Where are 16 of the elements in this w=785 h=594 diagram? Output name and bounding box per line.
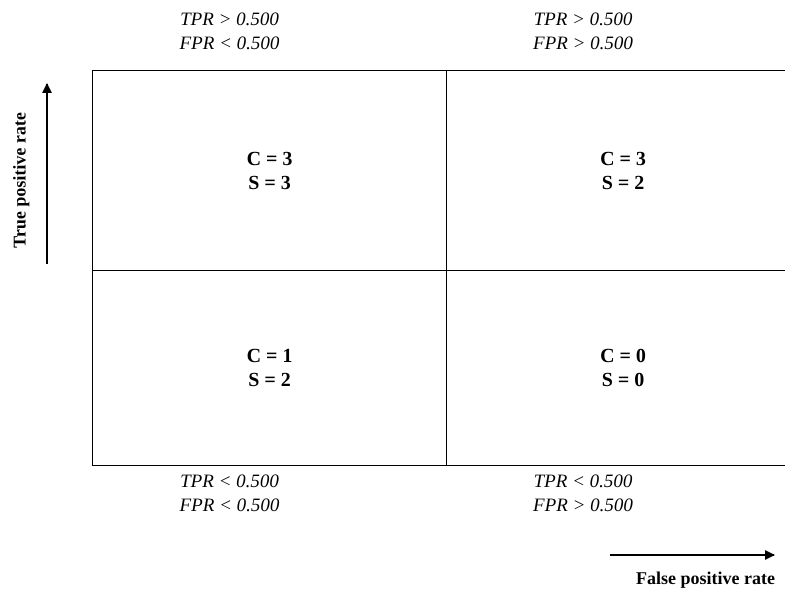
cell-value: C = 1 (246, 344, 292, 368)
cell-value: S = 2 (248, 368, 291, 392)
cell-value: S = 0 (602, 368, 644, 392)
cell-value: S = 2 (602, 170, 644, 194)
axis-label: True positive rate (10, 112, 30, 248)
threshold-note: TPR > 0.500 FPR > 0.500 (532, 8, 634, 56)
threshold-note: TPR > 0.500 FPR < 0.500 (178, 8, 280, 56)
cell-value: C = 3 (600, 146, 646, 170)
threshold-note: TPR < 0.500 FPR < 0.500 (178, 470, 280, 518)
cell-value: C = 3 (246, 146, 292, 170)
cell-value: C = 0 (600, 344, 646, 368)
threshold-note: TPR < 0.500 FPR > 0.500 (532, 470, 634, 518)
grid-cell (92, 270, 447, 466)
axis-label: False positive rate (636, 568, 775, 589)
grid-cell (92, 70, 447, 271)
cell-value: S = 3 (248, 170, 291, 194)
